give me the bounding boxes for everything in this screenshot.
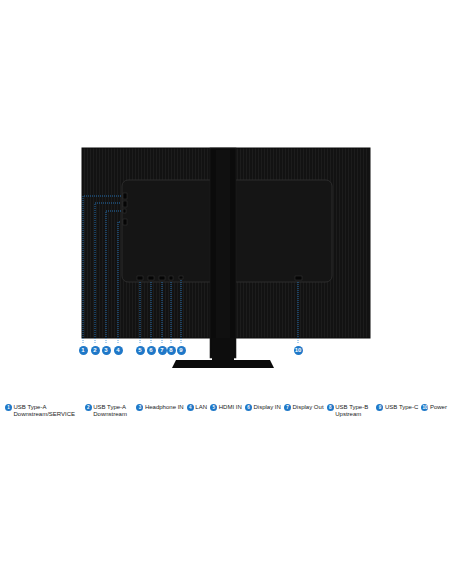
callout-number: 6 xyxy=(147,346,156,355)
legend-number: 9 xyxy=(376,404,383,411)
port-name: Power xyxy=(430,404,447,411)
legend-item: 8USB Type-B Upstream xyxy=(327,404,374,418)
legend-row: 1USB Type-A Downstream/SERVICE2USB Type-… xyxy=(5,404,447,418)
port-name: Display Out xyxy=(293,404,324,411)
legend-number: 1 xyxy=(5,404,12,411)
callout-number: 4 xyxy=(114,346,123,355)
legend-item: 6Display IN xyxy=(245,404,281,411)
legend-number: 10 xyxy=(421,404,428,411)
legend-number: 4 xyxy=(187,404,194,411)
legend-item: 9USB Type-C xyxy=(376,404,418,411)
legend-item: 10Power xyxy=(421,404,447,411)
port-name: HDMI IN xyxy=(219,404,242,411)
port-name: Headphone IN xyxy=(145,404,184,411)
legend-item: 4LAN xyxy=(187,404,207,411)
legend-number: 7 xyxy=(284,404,291,411)
stand-lower xyxy=(212,338,234,360)
callout-number: 8 xyxy=(167,346,176,355)
legend-item: 5HDMI IN xyxy=(210,404,242,411)
legend-item: 7Display Out xyxy=(284,404,324,411)
port-name: USB Type-A Downstream xyxy=(93,404,133,418)
legend-item: 2USB Type-A Downstream xyxy=(85,404,134,418)
legend-item: 1USB Type-A Downstream/SERVICE xyxy=(5,404,82,418)
legend-number: 8 xyxy=(327,404,334,411)
stand-neck xyxy=(210,148,236,358)
legend-number: 2 xyxy=(85,404,92,411)
port-name: LAN xyxy=(195,404,207,411)
callout-number: 7 xyxy=(158,346,167,355)
legend-number: 3 xyxy=(136,404,143,411)
callout-number: 9 xyxy=(177,346,186,355)
legend-number: 5 xyxy=(210,404,217,411)
port-name: Display IN xyxy=(253,404,280,411)
callout-number: 5 xyxy=(136,346,145,355)
port-name: USB Type-C xyxy=(385,404,418,411)
port-name: USB Type-A Downstream/SERVICE xyxy=(14,404,82,418)
port-name: USB Type-B Upstream xyxy=(335,404,373,418)
callout-number: 3 xyxy=(102,346,111,355)
legend-item: 3Headphone IN xyxy=(136,404,183,411)
callout-number: 2 xyxy=(91,346,100,355)
stand-channel xyxy=(216,150,230,350)
leader-lines xyxy=(83,196,298,343)
callout-number: 10 xyxy=(294,346,303,355)
callout-number: 1 xyxy=(79,346,88,355)
stand-base xyxy=(172,360,274,368)
legend-number: 6 xyxy=(245,404,252,411)
